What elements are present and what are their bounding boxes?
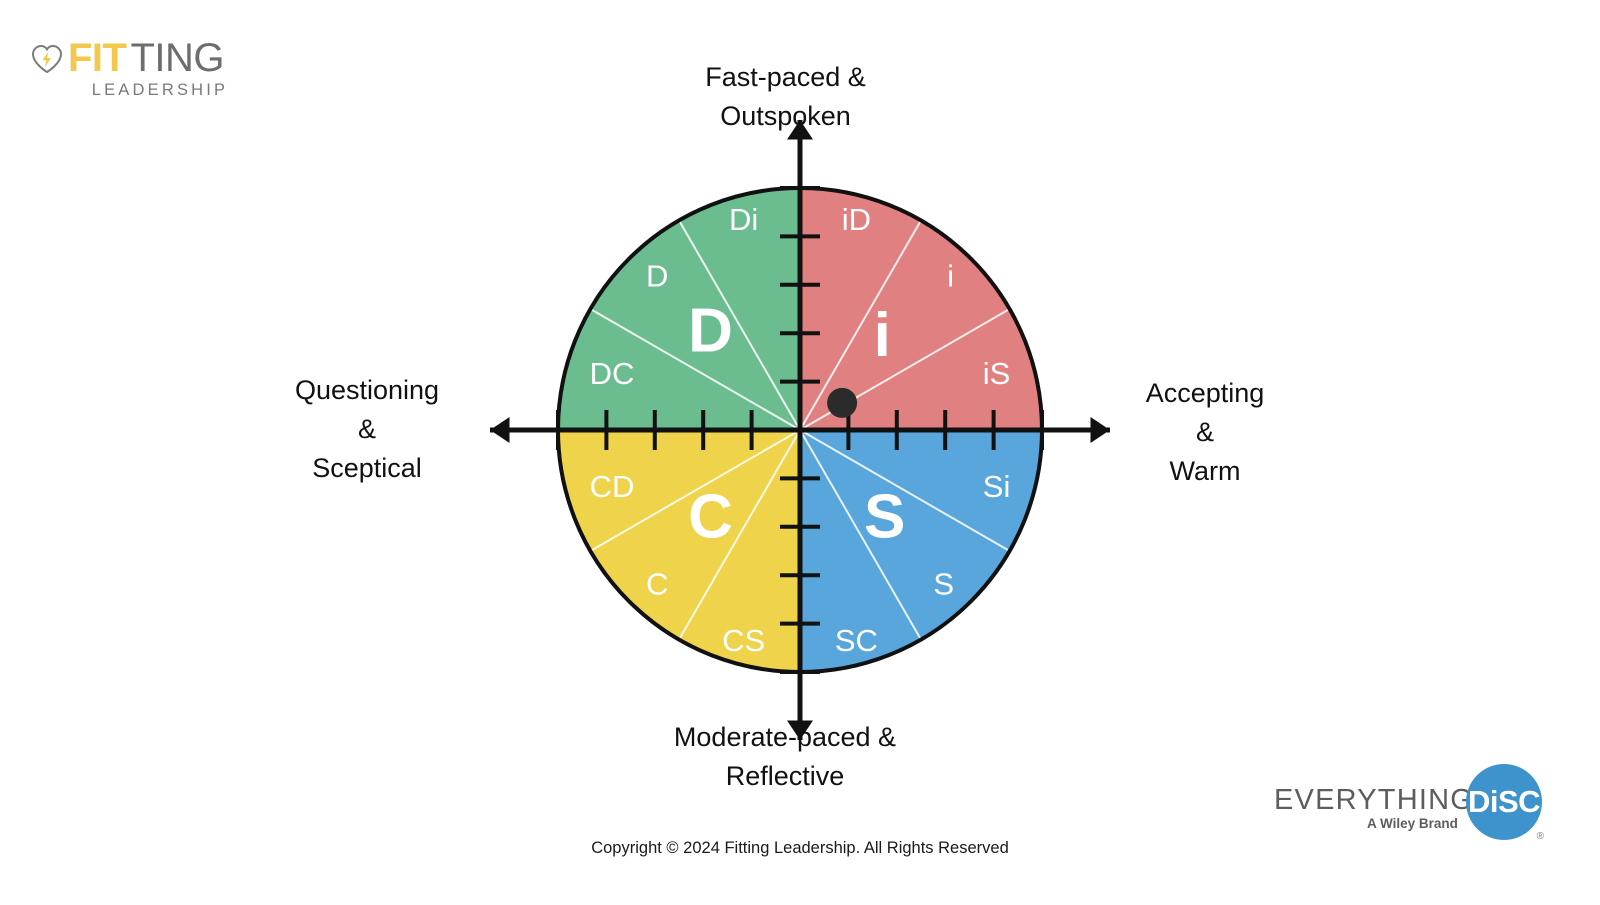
disc-wordmark: DiSC [1467,784,1541,819]
brand-tagline: LEADERSHIP [91,81,229,99]
quadrant-letter-i[interactable]: i [874,301,891,370]
quadrant-wedge-C[interactable] [558,430,800,672]
quadrant-wedge-S[interactable] [800,430,1042,672]
axis-label-top: Fast-paced & Outspoken [705,62,866,131]
style-divider-line [678,219,801,431]
axis-arrowhead [787,120,813,140]
axis-label-bottom: Moderate-paced & Reflective [673,722,897,791]
axis-lines [490,120,1110,740]
style-divider-line [589,308,801,431]
quadrant-letter-S[interactable]: S [864,483,905,552]
style-label-DC[interactable]: DC [590,356,635,391]
registered-trademark-icon: ® [1536,831,1544,842]
dot-marker[interactable] [827,387,858,418]
axis-arrowhead [787,720,813,740]
axis-label-right: Accepting & Warm [1145,378,1265,486]
brand-name-rest: TING [130,36,225,80]
quadrant-letter-C[interactable]: C [688,483,733,552]
style-spoke-lines [589,219,1011,641]
style-label-Si[interactable]: Si [983,469,1011,504]
style-divider-line [799,219,922,431]
brand-name-accent: FIT [68,36,127,80]
quadrant-wedge-D[interactable] [558,188,800,430]
copyright-notice: Copyright © 2024 Fitting Leadership. All… [591,839,1009,857]
heart-bolt-icon [30,42,64,76]
style-label-S[interactable]: S [933,567,954,602]
axis-arrowhead [490,417,510,443]
axis-tick-marks [556,186,1044,674]
style-divider-line [678,429,801,641]
style-divider-line [799,429,1011,552]
quadrant-wedges [558,188,1042,672]
wiley-brand-text: A Wiley Brand [1367,816,1458,831]
style-label-iS[interactable]: iS [983,356,1011,391]
style-label-CS[interactable]: CS [722,623,765,658]
style-divider-line [589,429,801,552]
quadrant-wedge-i[interactable] [800,188,1042,430]
style-label-D[interactable]: D [646,258,668,293]
style-label-Di[interactable]: Di [729,202,758,237]
style-label-iD[interactable]: iD [842,202,871,237]
disc-circle-badge: DiSC [1466,764,1542,840]
axis-label-left: Questioning & Sceptical [294,375,440,483]
axis-arrowhead [1090,417,1110,443]
style-label-i[interactable]: i [947,258,954,293]
quadrant-letter-D[interactable]: D [688,296,733,365]
data-point-markers[interactable] [827,387,858,418]
style-label-CD[interactable]: CD [590,469,635,504]
everything-wordmark: EVERYTHING [1274,784,1475,816]
style-divider-line [799,429,922,641]
everything-disc-logo: EVERYTHING A Wiley Brand DiSC ® [1274,764,1544,842]
style-label-SC[interactable]: SC [835,623,878,658]
style-label-C[interactable]: C [646,567,668,602]
